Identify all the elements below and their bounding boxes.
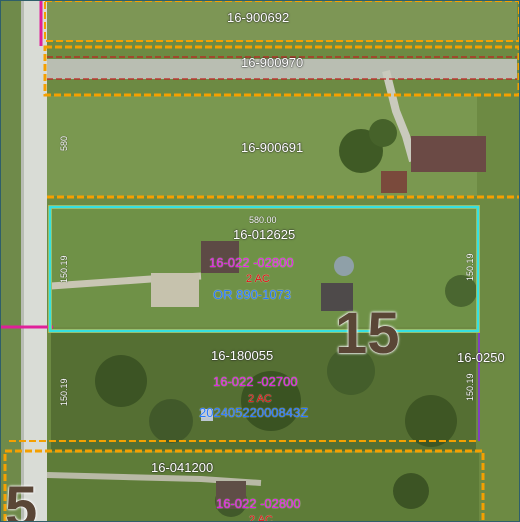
house-roof: [201, 241, 239, 273]
pool: [334, 256, 354, 276]
parcel-outline-road-strip[interactable]: [43, 45, 519, 97]
south-acreage: 2 AC: [248, 393, 272, 405]
tree-cluster: [393, 473, 429, 509]
dimension-left-south: 150.19: [59, 378, 69, 406]
section-number-corner: 5: [5, 475, 38, 522]
selected-tax-id: 16-022 -02800: [209, 255, 294, 270]
shed-roof: [201, 409, 213, 421]
outbuilding-roof: [381, 171, 407, 193]
tree-cluster: [369, 119, 397, 147]
dimension-left: 150.19: [59, 255, 69, 283]
dimension-right-south: 150.19: [465, 373, 475, 401]
tree-cluster: [241, 371, 301, 431]
house-roof: [411, 136, 486, 172]
parcel-outline-top[interactable]: [44, 1, 519, 42]
tree-cluster: [149, 399, 193, 443]
tree-cluster: [445, 275, 477, 307]
dimension-top: 580.00: [249, 215, 277, 225]
parcel-label-selected: 16-012625: [233, 227, 296, 242]
parcel-label-road-strip: 16-900970: [241, 55, 304, 70]
lawn-selected: [51, 209, 476, 327]
parcel-label-east: 16-0250: [457, 350, 505, 365]
selected-deed-ref: OR 890-1073: [213, 287, 292, 302]
tree-cluster: [405, 395, 457, 447]
dimension-right: 150.19: [465, 253, 475, 281]
west-field: [1, 1, 21, 521]
county-road: [21, 1, 47, 521]
driveway-north: [382, 70, 417, 163]
parcel-label-south: 16-041200: [151, 460, 214, 475]
selected-acreage: 2 AC: [246, 273, 270, 285]
tree-cluster: [95, 355, 147, 407]
bottom-tax-id: 16-022 -02800: [216, 496, 301, 511]
garage-roof: [321, 283, 353, 311]
tree-cluster: [327, 347, 375, 395]
lawn-top: [47, 1, 517, 41]
section-number-main: 15: [335, 301, 400, 366]
road-marker: 580: [59, 135, 69, 151]
bottom-acreage: 2 AC: [249, 514, 273, 522]
south-deed-ref: 20240522000843Z: [199, 405, 309, 420]
south-tax-id: 16-022 -02700: [213, 374, 298, 389]
road-edge: [21, 1, 24, 521]
east-west-road: [47, 59, 517, 79]
selected-parcel-outline[interactable]: [48, 205, 480, 333]
parcel-label-north: 16-900691: [241, 140, 304, 155]
driveway-pad: [151, 273, 199, 307]
parcel-outline-south[interactable]: [3, 449, 485, 522]
house-roof: [216, 481, 246, 509]
parcel-label-top: 16-900692: [227, 10, 290, 25]
parcel-label-south-middle: 16-180055: [211, 348, 274, 363]
